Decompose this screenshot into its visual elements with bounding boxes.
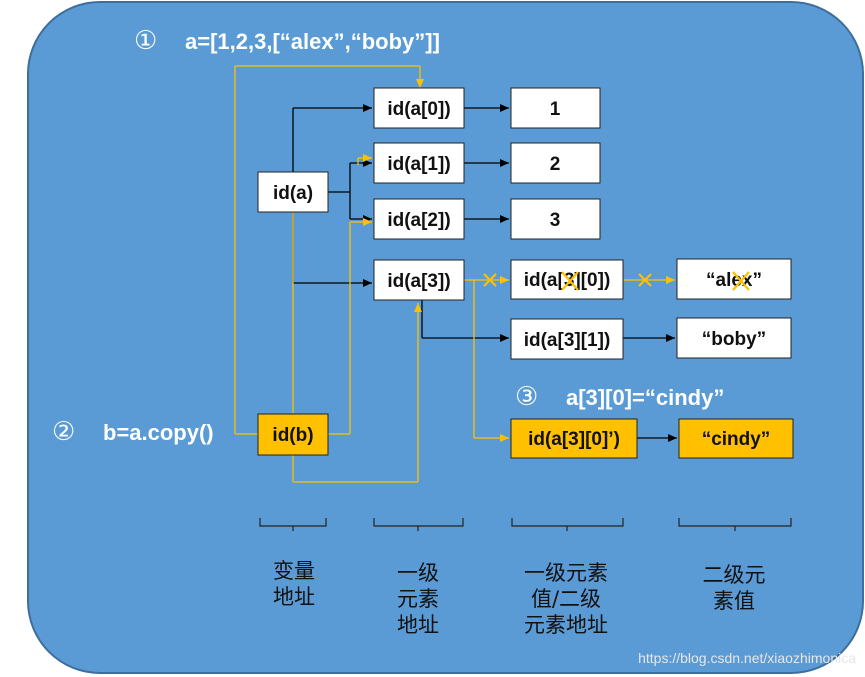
cross-icon-group-2: [561, 271, 750, 291]
category-line: 变量: [273, 559, 315, 583]
box-value-1-label: 1: [550, 99, 561, 120]
category-line: 地址: [273, 585, 315, 609]
category-line: 素值: [713, 589, 755, 613]
step3-code: a[3][0]=“cindy”: [566, 385, 724, 410]
category-line: 一级元素: [524, 561, 608, 585]
step1-code: a=[1,2,3,[“alex”,“boby”]]: [185, 29, 440, 54]
box-cindy: “cindy”: [678, 418, 794, 459]
box-value-3-label: 3: [550, 210, 561, 231]
box-id-a2-label: id(a[2]): [387, 210, 450, 231]
cross-icon: [561, 271, 579, 291]
box-id-a3-label: id(a[3]): [387, 271, 450, 292]
watermark-text: https://blog.csdn.net/xiaozhimonica: [638, 650, 856, 666]
category-line: 元素地址: [524, 613, 608, 637]
category-line: 地址: [397, 613, 439, 637]
category-line: 值/二级: [531, 587, 601, 611]
category-var-addr: 变量 地址: [273, 559, 315, 609]
box-id-a3: id(a[3]): [373, 259, 465, 301]
box-id-a0: id(a[0]): [373, 87, 465, 129]
cross-icon-group: [483, 273, 652, 287]
cross-icon: [638, 273, 652, 287]
step3-marker: ③: [515, 381, 538, 411]
box-boby-label: “boby”: [702, 329, 766, 350]
cross-icon: [732, 271, 750, 291]
box-id-a30-label: id(a[3][0]): [524, 270, 611, 291]
step1-marker: ①: [134, 25, 157, 55]
box-id-a: id(a): [257, 171, 329, 213]
box-id-b: id(b): [257, 413, 329, 456]
category-line: 元素: [397, 587, 439, 611]
box-id-a-label: id(a): [273, 183, 313, 204]
box-id-a31-label: id(a[3][1]): [524, 330, 611, 351]
box-id-a31: id(a[3][1]): [510, 318, 624, 360]
step2-code: b=a.copy(): [103, 420, 214, 445]
box-id-a30-new-label: id(a[3][0]’): [528, 429, 620, 450]
box-cindy-label: “cindy”: [702, 429, 771, 450]
category-level1-addr: 一级 元素 地址: [397, 561, 439, 637]
box-value-1: 1: [510, 87, 601, 129]
category-line: 一级: [397, 561, 439, 585]
box-id-a0-label: id(a[0]): [387, 99, 450, 120]
category-level2-value: 二级元 素值: [703, 563, 766, 613]
box-id-a1-label: id(a[1]): [387, 154, 450, 175]
category-level1-value-level2-addr: 一级元素 值/二级 元素地址: [524, 561, 608, 637]
box-id-a1: id(a[1]): [373, 142, 465, 184]
box-id-a2: id(a[2]): [373, 198, 465, 240]
brackets: [259, 518, 792, 531]
box-value-2-label: 2: [550, 154, 561, 175]
box-id-a30-new: id(a[3][0]’): [510, 418, 638, 459]
cross-icon: [483, 273, 497, 287]
category-line: 二级元: [703, 563, 766, 587]
box-alex: “alex”: [676, 258, 792, 300]
orange-connectors: [234, 65, 675, 483]
box-value-2: 2: [510, 142, 601, 184]
box-id-a30: id(a[3][0]): [510, 259, 624, 300]
box-value-3: 3: [510, 198, 601, 240]
box-boby: “boby”: [676, 317, 792, 359]
black-connectors: [292, 104, 677, 442]
step2-marker: ②: [52, 416, 75, 446]
box-alex-label: “alex”: [706, 270, 762, 291]
box-id-b-label: id(b): [272, 425, 313, 446]
